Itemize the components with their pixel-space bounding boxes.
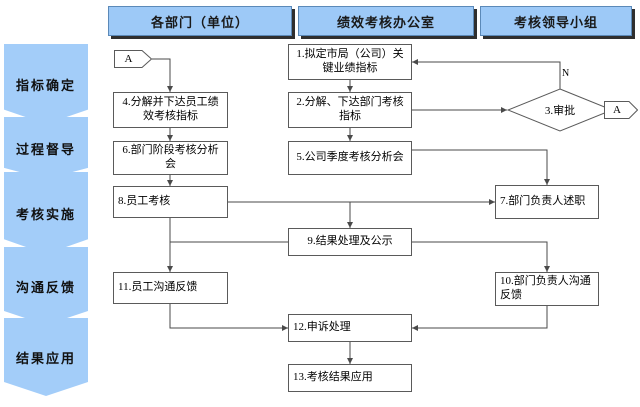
process-box-5[interactable]: 5.公司季度考核分析会 — [288, 141, 412, 175]
process-box-label: 11.员工沟通反馈 — [118, 281, 198, 294]
pentagon-connector-icon — [604, 101, 638, 119]
connector-a-left[interactable]: A — [114, 50, 152, 68]
phase-label: 指标确定 — [15, 77, 76, 93]
process-box-11[interactable]: 11.员工沟通反馈 — [113, 272, 228, 304]
column-header-label: 考核领导小组 — [513, 14, 598, 30]
phase-label: 过程督导 — [15, 141, 76, 157]
column-header-leadership-group: 考核领导小组 — [480, 6, 632, 36]
phase-band-process-supervision: 过程督导 — [4, 117, 88, 179]
process-box-8[interactable]: 8.员工考核 — [113, 186, 228, 218]
process-box-9[interactable]: 9.结果处理及公示 — [288, 228, 412, 256]
process-box-label: 9.结果处理及公示 — [307, 235, 393, 248]
process-box-label: 12.申诉处理 — [293, 321, 351, 334]
column-header-label: 绩效考核办公室 — [336, 14, 435, 30]
process-box-label: 10.部门负责人沟通反馈 — [500, 275, 591, 301]
process-box-label: 1.拟定市局（公司）关键业绩指标 — [296, 48, 404, 74]
process-box-13[interactable]: 13.考核结果应用 — [288, 364, 412, 392]
connector-a-right[interactable]: A — [604, 101, 638, 119]
edge-label-text: N — [562, 68, 570, 79]
process-box-label: 6.部门阶段考核分析会 — [122, 144, 219, 170]
process-box-label: 2.分解、下达部门考核指标 — [296, 96, 404, 122]
process-box-label: 13.考核结果应用 — [293, 371, 373, 384]
column-header-label: 各部门（单位） — [150, 14, 249, 30]
decision-diamond-3[interactable]: 3.审批 — [507, 88, 613, 132]
edge-label-n: N — [562, 68, 569, 79]
process-box-1[interactable]: 1.拟定市局（公司）关键业绩指标 — [288, 44, 412, 80]
column-header-performance-office: 绩效考核办公室 — [298, 6, 474, 36]
process-box-7[interactable]: 7.部门负责人述职 — [495, 185, 599, 219]
process-box-label: 5.公司季度考核分析会 — [296, 151, 404, 164]
phase-label: 沟通反馈 — [15, 279, 76, 295]
phase-band-communication-feedback: 沟通反馈 — [4, 247, 88, 325]
process-box-4[interactable]: 4.分解并下达员工绩效考核指标 — [113, 92, 228, 128]
diamond-shape — [507, 88, 613, 132]
phase-band-appraisal-execution: 考核实施 — [4, 172, 88, 254]
process-box-2[interactable]: 2.分解、下达部门考核指标 — [288, 92, 412, 128]
phase-label: 结果应用 — [15, 350, 76, 366]
process-box-label: 8.员工考核 — [118, 195, 171, 208]
phase-label: 考核实施 — [15, 206, 76, 222]
phase-band-result-application: 结果应用 — [4, 318, 88, 396]
process-box-label: 7.部门负责人述职 — [500, 195, 586, 208]
process-box-12[interactable]: 12.申诉处理 — [288, 314, 412, 342]
phase-band-indicator-setting: 指标确定 — [4, 44, 88, 124]
process-box-6[interactable]: 6.部门阶段考核分析会 — [113, 141, 228, 175]
column-header-departments: 各部门（单位） — [108, 6, 292, 36]
process-box-10[interactable]: 10.部门负责人沟通反馈 — [495, 272, 599, 306]
process-box-label: 4.分解并下达员工绩效考核指标 — [122, 96, 219, 122]
pentagon-connector-icon — [114, 50, 152, 68]
